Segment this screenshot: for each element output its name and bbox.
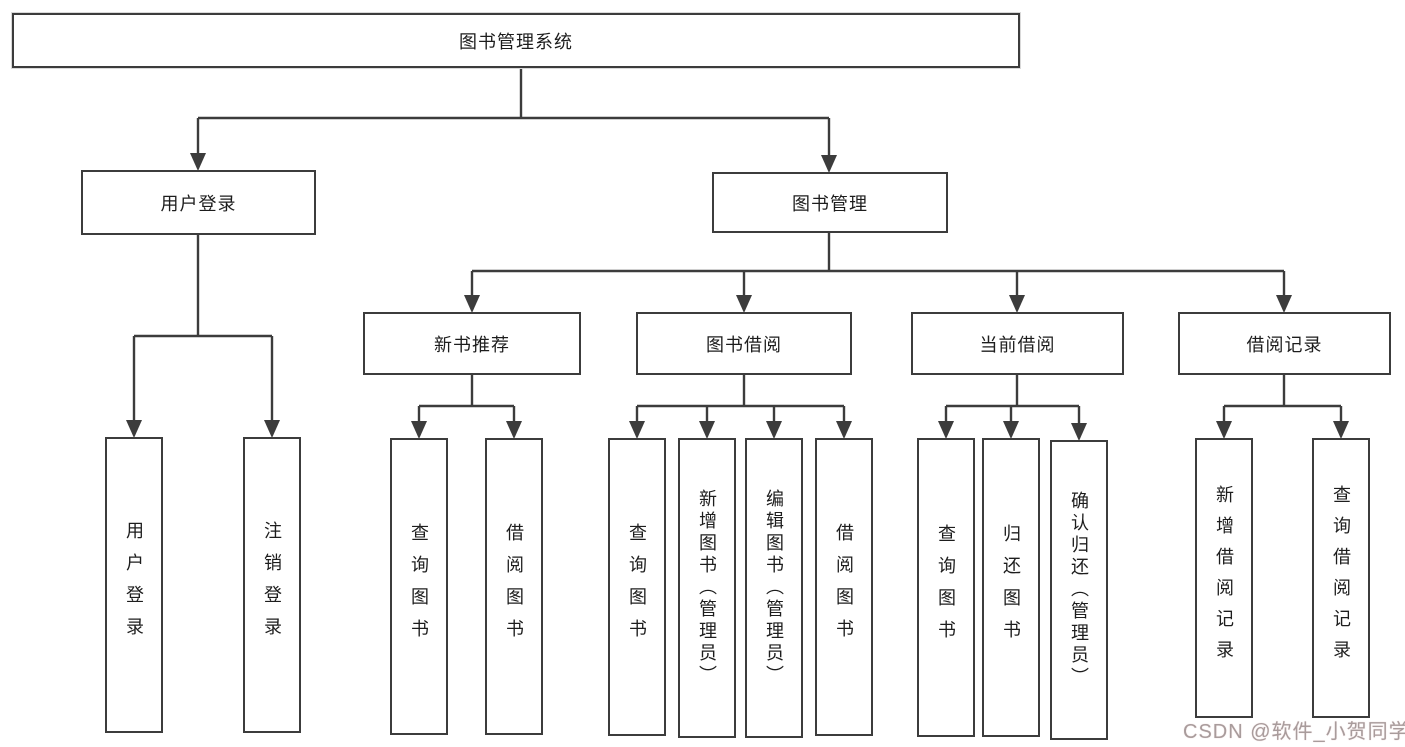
- node-label: 图书管理: [792, 193, 868, 214]
- node-label: 借阅图书: [834, 523, 854, 651]
- node-record-query: 查询借阅记录: [1312, 438, 1370, 718]
- node-label: 查询图书: [936, 523, 956, 652]
- node-borrow-borrow-book: 借阅图书: [815, 438, 873, 736]
- node-label: 图书管理系统: [459, 31, 573, 52]
- node-current-query-book: 查询图书: [917, 438, 975, 737]
- node-new-book-recommend: 新书推荐: [363, 312, 581, 375]
- node-label: 当前借阅: [979, 334, 1056, 355]
- node-label: 借阅图书: [504, 522, 524, 651]
- node-borrow-edit-book-admin: 编辑图书（管理员）: [745, 438, 803, 738]
- node-label: 新增图书（管理员）: [697, 489, 717, 687]
- arrowhead-icons: [126, 153, 1349, 441]
- node-label: 确认归还（管理员）: [1069, 491, 1089, 689]
- node-label: 图书借阅: [706, 334, 782, 355]
- node-borrow-add-book-admin: 新增图书（管理员）: [678, 438, 736, 738]
- node-library-management-system: 图书管理系统: [12, 13, 1020, 68]
- node-label: 用户登录: [124, 521, 144, 649]
- node-rec-borrow-book: 借阅图书: [485, 438, 543, 735]
- node-current-borrow: 当前借阅: [911, 312, 1124, 375]
- node-user-login-leaf: 用户登录: [105, 437, 163, 733]
- node-label: 用户登录: [160, 193, 237, 214]
- node-label: 编辑图书（管理员）: [764, 489, 784, 687]
- node-label: 新书推荐: [434, 334, 510, 355]
- node-rec-query-book: 查询图书: [390, 438, 448, 735]
- node-label: 查询图书: [409, 522, 429, 651]
- node-label: 查询图书: [627, 523, 647, 651]
- node-current-return-book: 归还图书: [982, 438, 1040, 737]
- node-book-borrow: 图书借阅: [636, 312, 852, 375]
- node-label: 新增借阅记录: [1214, 485, 1234, 671]
- node-label: 归还图书: [1001, 523, 1021, 652]
- node-label: 查询借阅记录: [1331, 485, 1351, 671]
- node-user-login: 用户登录: [81, 170, 316, 235]
- csdn-watermark: CSDN @软件_小贺同学: [1183, 721, 1405, 743]
- node-label: 借阅记录: [1246, 334, 1323, 355]
- node-logout-leaf: 注销登录: [243, 437, 301, 733]
- node-borrow-query-book: 查询图书: [608, 438, 666, 736]
- node-book-management: 图书管理: [712, 172, 948, 233]
- node-record-add: 新增借阅记录: [1195, 438, 1253, 718]
- node-label: 注销登录: [262, 521, 282, 649]
- node-borrow-record: 借阅记录: [1178, 312, 1391, 375]
- node-current-confirm-return-admin: 确认归还（管理员）: [1050, 440, 1108, 740]
